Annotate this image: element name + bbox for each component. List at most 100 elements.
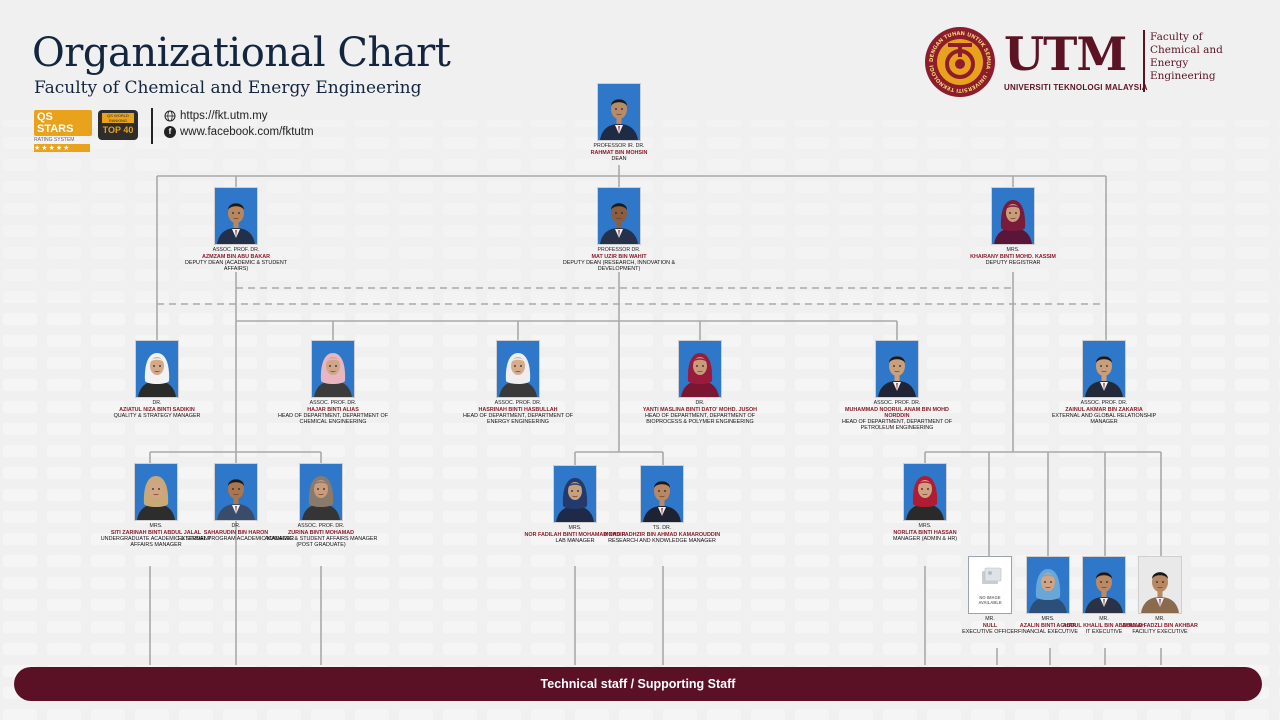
portrait-photo (1082, 340, 1126, 398)
person-title: ASSOC. PROF. DR. (494, 400, 542, 406)
portrait-photo (134, 463, 178, 521)
portrait-icon (904, 464, 946, 520)
person-title: MR. (1099, 616, 1109, 622)
faculty-line-1: Faculty of (1150, 31, 1203, 43)
person-name: MAT UZIR BIN WAHIT (591, 253, 647, 260)
website-link[interactable]: https://fkt.utm.my (164, 110, 268, 122)
person-research-manager[interactable]: TS. DR.MOHD FADHZIR BIN AHMAD KAMAROUDDI… (602, 465, 722, 544)
utm-full-name: UNIVERSITI TEKNOLOGI MALAYSIA (1004, 83, 1148, 92)
portrait-icon (679, 341, 721, 397)
portrait-photo (678, 340, 722, 398)
person-hod-bioprocess[interactable]: DR.YANTI MASLINA BINTI DATO' MOHD. JUSOH… (640, 340, 760, 425)
portrait-photo (214, 463, 258, 521)
person-title: DR. (695, 400, 705, 406)
person-title: MRS. (918, 523, 932, 529)
person-name: NOR FADILAH BINTI MOHAMAD NASIR (524, 531, 626, 538)
person-title: PROFESSOR IR. DR. (593, 143, 645, 149)
person-role: DEAN (611, 155, 627, 162)
portrait-icon (1083, 557, 1125, 613)
person-name: RAHMAT BIN MOHSIN (590, 149, 648, 156)
person-role: RESEARCH AND KNOWLEDGE MANAGER (608, 537, 716, 544)
person-title: MRS. (568, 525, 582, 531)
person-name: MOHD FADHZIR BIN AHMAD KAMAROUDDIN (603, 531, 721, 538)
portrait-photo (903, 463, 947, 521)
person-hod-petroleum[interactable]: ASSOC. PROF. DR.MUHAMMAD NOORUL ANAM BIN… (837, 340, 957, 431)
globe-icon (164, 110, 176, 122)
no-image-label: NO IMAGE AVAILABLE (978, 595, 1002, 605)
top40-label: TOP 40 (102, 125, 134, 135)
portrait-icon (215, 464, 257, 520)
portrait-icon (992, 188, 1034, 244)
person-name: AZALIN BINTI AGHAR (1019, 622, 1077, 629)
person-role: HEAD OF DEPARTMENT, DEPARTMENT OF BIOPRO… (644, 412, 756, 425)
portrait-icon (312, 341, 354, 397)
person-title: MRS. (149, 523, 163, 529)
qs-stars-badge: QS STARS RATING SYSTEM ★★★★★ (34, 110, 92, 152)
qs-badge-stars: ★★★★★ (34, 144, 90, 152)
portrait-icon (554, 466, 596, 522)
person-role: EXTERNAL PROGRAM ACADEMIC MANAGER (177, 535, 295, 542)
facebook-icon: f (164, 126, 176, 138)
person-role: HEAD OF DEPARTMENT, DEPARTMENT OF PETROL… (841, 418, 953, 431)
page-title: Organizational Chart (32, 30, 451, 76)
person-name: MUHAMMAD NOORUL ANAM BIN MOHD NORDDIN (845, 406, 949, 419)
person-name: YANTI MASLINA BINTI DATO' MOHD. JUSOH (642, 406, 758, 413)
portrait-icon (598, 188, 640, 244)
person-name: SAHARUDIN BIN HARON (203, 529, 269, 536)
portrait-photo (299, 463, 343, 521)
person-title: MR. (1155, 616, 1165, 622)
person-name: HAJAR BINTI ALIAS (307, 406, 359, 413)
qs-badge-label: QS STARS (34, 110, 92, 136)
top40-badge: QS WORLD RANKING TOP 40 (98, 110, 138, 140)
person-role: DEPUTY DEAN (ACADEMIC & STUDENT AFFAIRS) (184, 259, 288, 272)
person-title: ASSOC. PROF. DR. (1080, 400, 1128, 406)
person-role: FACILITY EXECUTIVE (1132, 628, 1188, 635)
person-title: DR. (231, 523, 241, 529)
person-name: NULL (982, 622, 998, 629)
person-title: ASSOC. PROF. DR. (873, 400, 921, 406)
portrait-photo: NO IMAGE AVAILABLE (968, 556, 1012, 614)
person-name: AZMZAM BIN ABU BAKAR (201, 253, 271, 260)
person-name: SITI ZARINAH BINTI ABDUL JALAL (110, 529, 202, 536)
person-external-manager[interactable]: ASSOC. PROF. DR.ZAINUL AKMAR BIN ZAKARIA… (1044, 340, 1164, 425)
person-title: MRS. (1006, 247, 1020, 253)
person-title: MRS. (1041, 616, 1055, 622)
person-title: ASSOC. PROF. DR. (297, 523, 345, 529)
logo-divider (1143, 30, 1145, 92)
portrait-icon (641, 466, 683, 522)
person-name: NORLITA BINTI HASSAN (893, 529, 957, 536)
no-image-icon (969, 557, 1011, 613)
portrait-icon (497, 341, 539, 397)
person-name: ZURINA BINTI MOHAMAD (288, 529, 354, 536)
portrait-photo (991, 187, 1035, 245)
person-role: UNDERGRADUATE ACADEMIC & STUDENT AFFAIRS… (100, 535, 212, 548)
portrait-photo (496, 340, 540, 398)
portrait-photo (135, 340, 179, 398)
person-role: DEPUTY DEAN (RESEARCH, INNOVATION & DEVE… (562, 259, 676, 272)
portrait-icon (300, 464, 342, 520)
utm-wordmark: UTM (1004, 27, 1127, 81)
person-name: ZAINUL AKMAR BIN ZAKARIA (1065, 406, 1143, 413)
person-name: AHMAD FADZLI BIN AKHBAR (1122, 622, 1198, 629)
person-role: MANAGER (ADMIN & HR) (892, 535, 958, 542)
portrait-photo (1138, 556, 1182, 614)
supporting-staff-bar[interactable]: Technical staff / Supporting Staff (14, 667, 1262, 701)
portrait-icon (1083, 341, 1125, 397)
facebook-link[interactable]: f www.facebook.com/fktutm (164, 126, 314, 138)
person-hod-energy[interactable]: ASSOC. PROF. DR.HASRINAH BINTI HASBULLAH… (458, 340, 578, 425)
